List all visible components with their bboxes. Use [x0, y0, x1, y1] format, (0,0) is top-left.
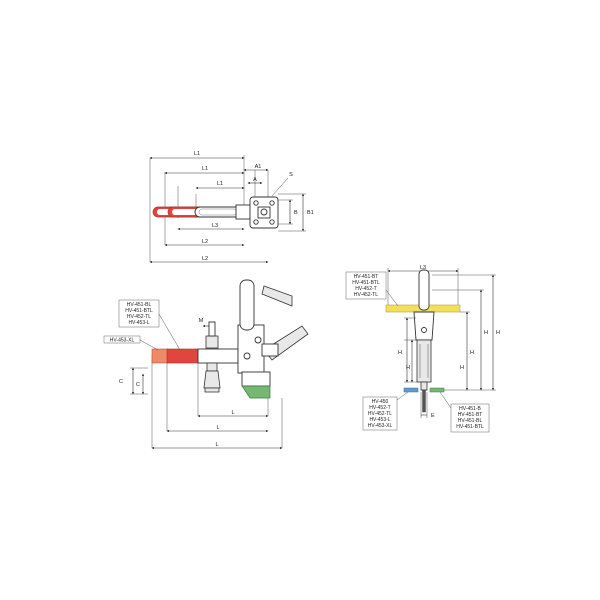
dim-label: L1 [194, 151, 200, 157]
dim-label: S [289, 172, 293, 178]
spindle-nut-bottom [206, 362, 218, 372]
handle-bar-red [166, 348, 199, 364]
base-block [241, 371, 271, 387]
callout-text: HV-451-BTL [125, 308, 153, 314]
handle-extension-orange [151, 348, 169, 364]
callout-text: HV-452-TL [368, 411, 392, 417]
base-flange-green [429, 387, 445, 393]
leader-line [396, 391, 409, 401]
callout-text: HV-451-BTL [456, 424, 484, 430]
dim-label: H [484, 330, 488, 336]
callout-text: HV-451-BL [458, 418, 483, 424]
dim-label: L3 [212, 223, 218, 229]
dim-label: L2 [202, 256, 208, 262]
side-view: HV-451-BL HV-451-BTL HV-452-TL HV-453-L … [103, 279, 309, 450]
callout-text: HV-451-B [459, 406, 481, 412]
dim-label: H [470, 350, 474, 356]
dim-label: L [216, 425, 219, 431]
handle-grip-upper [261, 285, 293, 307]
mount-hole [253, 219, 259, 225]
callout-text: HV-451-BT [458, 412, 483, 418]
dim-label: C [136, 382, 140, 388]
callout-box-handle [118, 299, 160, 328]
dim-label: H [398, 350, 402, 356]
dim-label: B [294, 210, 298, 216]
clamp-body [237, 324, 265, 374]
callout-text: HV-453-L [128, 320, 149, 326]
callout-text: HV-450 [372, 399, 389, 405]
pivot-pin [421, 327, 427, 333]
callout-text: HV-452-TL [354, 292, 378, 298]
callout-box-right [450, 403, 490, 433]
callout-text: HV-453-L [369, 417, 390, 423]
vertical-handle [239, 279, 255, 331]
clamp-body-upper [413, 311, 435, 341]
spindle-nut [420, 381, 428, 391]
callout-text: HV-451-BTL [352, 280, 380, 286]
callout-box-top [345, 271, 387, 300]
spindle-thread [208, 321, 216, 337]
vertical-handle [418, 269, 430, 311]
callout-text: HV-452-TL [127, 314, 151, 320]
callout-text: HV-452-T [369, 405, 390, 411]
callout-box-xl [103, 335, 141, 344]
dim-label: L [231, 410, 234, 416]
base-flange-green [241, 385, 271, 399]
leader-line [139, 339, 159, 351]
callout-text: HV-453-XL [110, 338, 135, 344]
linkage [235, 204, 251, 220]
pivot-pin [243, 352, 251, 360]
dim-label: L [215, 442, 218, 448]
spindle-tip [203, 370, 221, 389]
spindle-rod [422, 389, 426, 413]
dim-label: H [460, 365, 464, 371]
dim-label: H [496, 330, 500, 336]
leader-line-s [271, 177, 289, 197]
mount-hole [253, 200, 259, 206]
spindle-pad [204, 387, 220, 393]
dim-label: B1 [307, 210, 314, 216]
dim-label: L1 [202, 166, 208, 172]
dim-label: A1 [255, 164, 262, 170]
linkage [261, 343, 279, 357]
leader-line [385, 289, 399, 307]
handle-short-inner [198, 208, 238, 216]
mount-hole [269, 200, 275, 206]
base-flange-blue [403, 387, 419, 393]
pivot-pin [254, 336, 262, 344]
clamp-body-lower [416, 339, 432, 383]
callout-text: HV-452-T [355, 286, 376, 292]
mount-hole [269, 219, 275, 225]
dim-label: M [199, 318, 204, 324]
front-view: L3 H H H H H H [345, 265, 500, 433]
dim-label: E [431, 413, 435, 419]
top-view: L1 L1 L1 A1 A S B B1 L3 L2 L2 [149, 151, 314, 264]
leader-line [158, 313, 181, 351]
callout-box-left [362, 396, 398, 431]
callout-text: HV-451-BT [354, 274, 379, 280]
dim-label: L3 [420, 265, 426, 271]
dim-label: H [406, 365, 410, 371]
clamp-arm [197, 348, 239, 364]
dim-label: L1 [217, 181, 223, 187]
spindle-nut-top [205, 335, 219, 349]
dim-label: L2 [202, 239, 208, 245]
leader-line [439, 391, 452, 409]
callout-text: HV-451-BL [127, 302, 152, 308]
callout-text: HV-453-XL [368, 423, 393, 429]
spindle-bolt [260, 208, 268, 216]
dim-label: A [253, 177, 257, 183]
dim-label: C [119, 379, 123, 385]
